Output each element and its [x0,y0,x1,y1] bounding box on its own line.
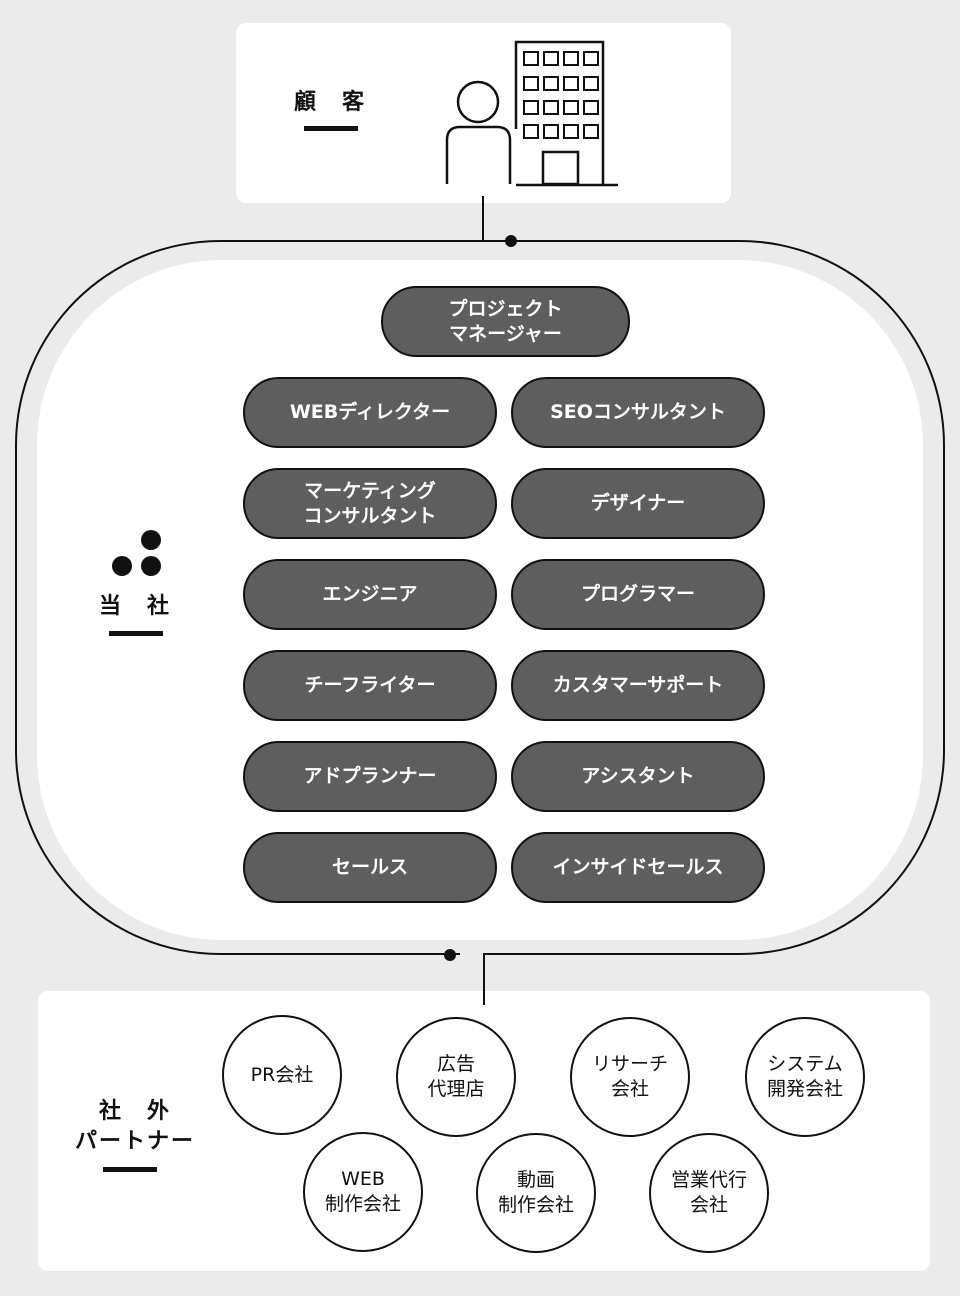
partner-web-production: WEB 制作会社 [303,1132,423,1252]
partner-pr-company: PR会社 [222,1015,342,1135]
partners-label: 社 外 パートナー [74,1099,195,1154]
junction-dot-bottom [444,949,456,961]
customer-underline [304,126,358,131]
junction-dot-top [505,235,517,247]
role-seo-consultant: SEOコンサルタント [511,377,765,448]
company-underline [109,631,163,636]
role-marketing-consultant: マーケティング コンサルタント [243,468,497,539]
customer-label: 顧 客 [293,90,366,115]
partners-underline [103,1167,157,1172]
partner-research-company: リサーチ 会社 [570,1017,690,1137]
person-icon [445,80,512,184]
role-programmer: プログラマー [511,559,765,630]
role-inside-sales: インサイドセールス [511,832,765,903]
customer-panel [236,23,731,203]
partner-system-dev-company: システム 開発会社 [745,1017,865,1137]
partner-ad-agency: 広告 代理店 [396,1017,516,1137]
company-label: 当 社 [98,594,171,619]
role-project-manager: プロジェクト マネージャー [381,286,630,357]
company-dots-icon [112,530,161,576]
role-web-director: WEBディレクター [243,377,497,448]
partner-video-production: 動画 制作会社 [476,1133,596,1253]
role-customer-support: カスタマーサポート [511,650,765,721]
building-icon [514,40,618,187]
role-chief-writer: チーフライター [243,650,497,721]
role-designer: デザイナー [511,468,765,539]
role-sales: セールス [243,832,497,903]
role-ad-planner: アドプランナー [243,741,497,812]
partner-sales-agency: 営業代行 会社 [649,1133,769,1253]
role-assistant: アシスタント [511,741,765,812]
role-engineer: エンジニア [243,559,497,630]
